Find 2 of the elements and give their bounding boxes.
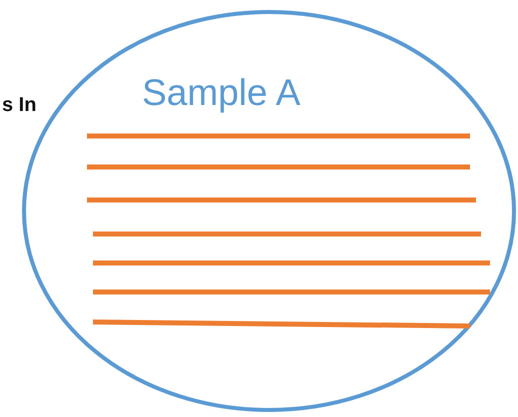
oval-title: Sample A: [142, 74, 300, 111]
cut-off-heading: s In: [2, 94, 36, 116]
